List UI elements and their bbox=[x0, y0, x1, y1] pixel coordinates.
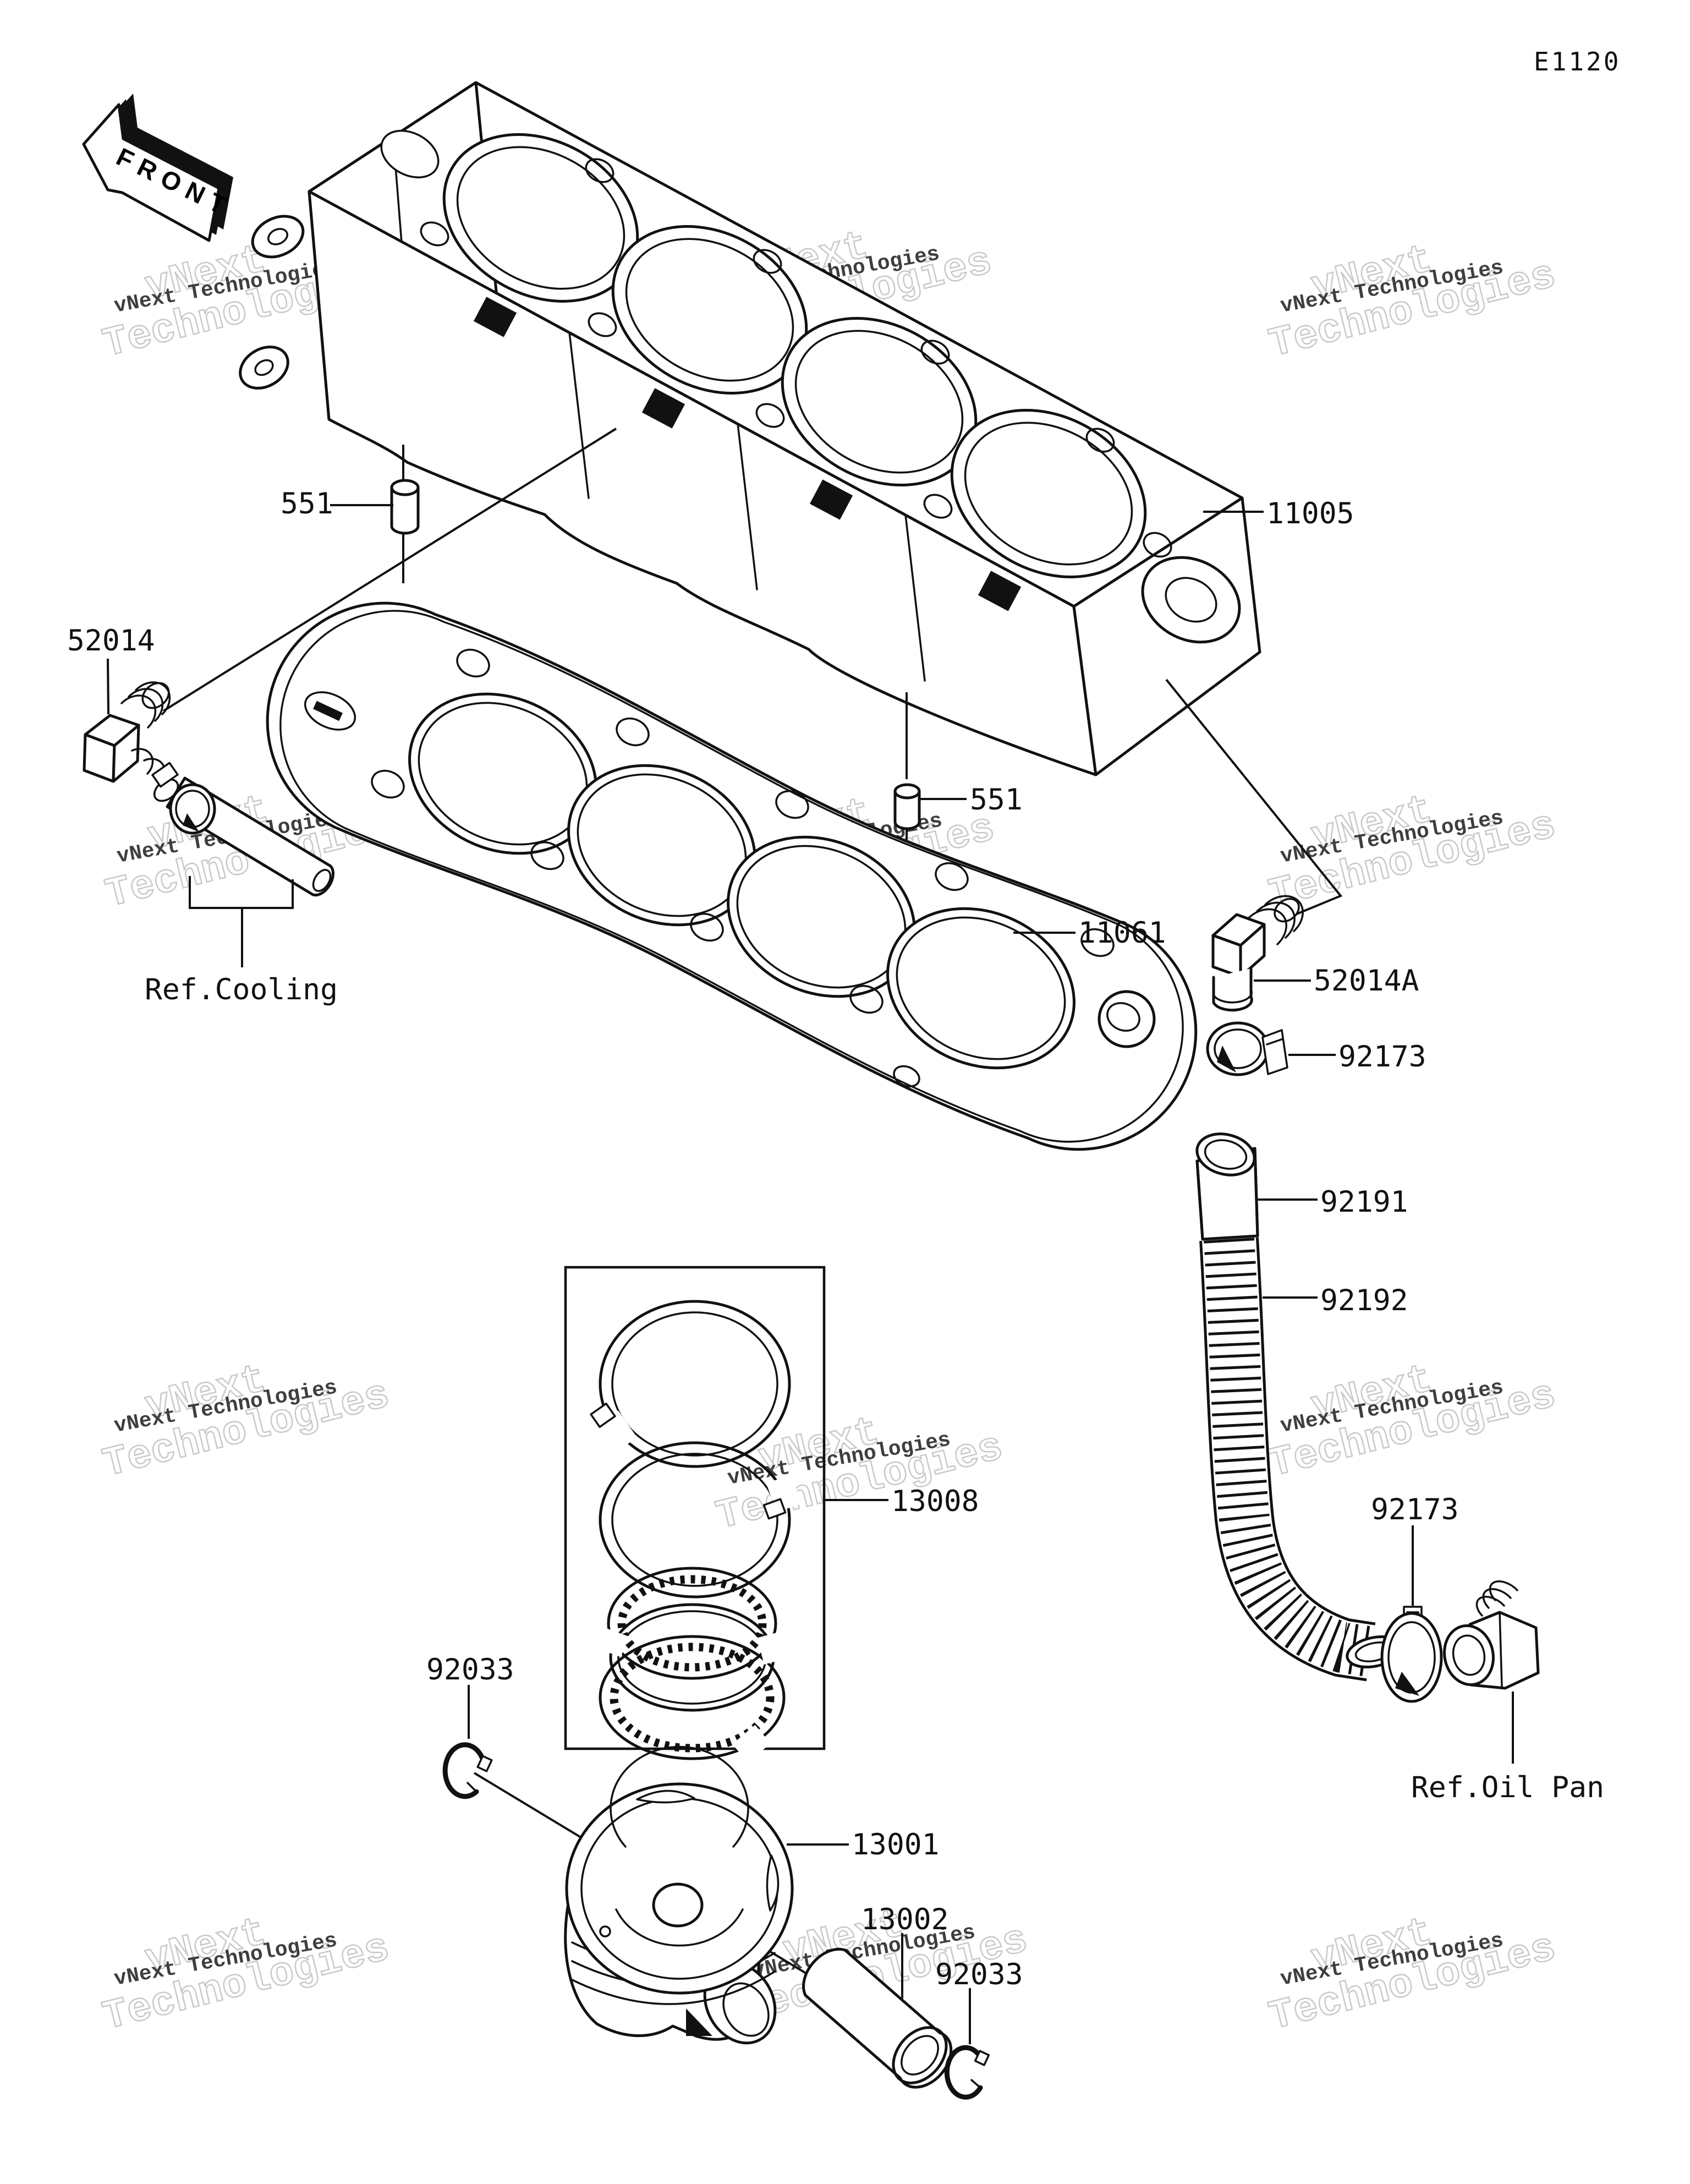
callout-pipe-92191[interactable]: 92191 bbox=[1320, 1185, 1408, 1219]
oil-pan-fitting-drawing bbox=[1443, 1580, 1540, 1690]
ref-cooling-bracket bbox=[189, 876, 294, 909]
gasket-slot bbox=[313, 700, 343, 721]
leader-block-to-52014 bbox=[162, 428, 617, 712]
mount-ears bbox=[239, 215, 305, 390]
callout-circlip-92033-lower[interactable]: 92033 bbox=[935, 1958, 1023, 1991]
gasket-dowel-hole bbox=[893, 1065, 920, 1088]
clamp-92173-lower-drawing bbox=[1380, 1606, 1443, 1703]
cooling-hose-clamp-drawing bbox=[151, 762, 216, 835]
gasket-bore-openings bbox=[408, 692, 1076, 1070]
hose-ribs bbox=[1204, 1238, 1375, 1677]
fitting-52014-drawing bbox=[83, 681, 179, 802]
dowel-pin-upper bbox=[390, 445, 420, 583]
callout-fitting-52014[interactable]: 52014 bbox=[67, 624, 155, 658]
callout-gasket-11061[interactable]: 11061 bbox=[1078, 916, 1166, 950]
head-gasket-drawing bbox=[266, 601, 1198, 1151]
callout-fitting-52014a[interactable]: 52014A bbox=[1314, 964, 1419, 998]
callout-dowel-pin-551-upper[interactable]: 551 bbox=[281, 487, 333, 521]
drain-pipe-drawing bbox=[1195, 1132, 1403, 1682]
callout-dowel-pin-551-lower[interactable]: 551 bbox=[970, 783, 1023, 817]
callout-pin-13002[interactable]: 13002 bbox=[861, 1903, 949, 1936]
piston-pin-drawing bbox=[802, 1947, 953, 2089]
front-arrow-face bbox=[82, 103, 221, 242]
piston-drawing bbox=[564, 1745, 794, 2045]
leader-block-to-52014a bbox=[1165, 678, 1343, 919]
callout-clamp-92173-upper[interactable]: 92173 bbox=[1338, 1040, 1426, 1074]
callout-cylinder-11005[interactable]: 11005 bbox=[1266, 497, 1354, 530]
callout-circlip-92033-upper[interactable]: 92033 bbox=[426, 1653, 514, 1687]
callout-ref-oil-pan[interactable]: Ref.Oil Pan bbox=[1411, 1771, 1604, 1804]
ring-set-drawing bbox=[564, 1266, 826, 1763]
front-ports bbox=[473, 297, 1022, 611]
clamp-92173-upper-drawing bbox=[1206, 1021, 1288, 1076]
callout-hose-92192[interactable]: 92192 bbox=[1320, 1284, 1408, 1317]
circlip-lower-drawing bbox=[944, 2045, 990, 2100]
callout-piston-13001[interactable]: 13001 bbox=[852, 1828, 940, 1862]
gasket-bolt-holes bbox=[371, 648, 1115, 1014]
callout-clamp-92173-lower[interactable]: 92173 bbox=[1371, 1493, 1459, 1526]
callout-ref-cooling[interactable]: Ref.Cooling bbox=[145, 973, 338, 1006]
callout-ring-set-13008[interactable]: 13008 bbox=[891, 1485, 979, 1518]
deck-bolt-holes bbox=[420, 158, 1115, 519]
front-direction-arrow: FRONT bbox=[82, 94, 238, 242]
callout-layer: 551 11005 52014 551 11061 52014A 92173 92191 921… bbox=[67, 487, 1604, 2044]
fitting-52014a-drawing bbox=[1211, 895, 1304, 1012]
page-code: E1120 bbox=[1534, 47, 1621, 76]
cylinder-block-drawing bbox=[239, 81, 1261, 776]
circlip-upper-drawing bbox=[442, 1742, 493, 1799]
